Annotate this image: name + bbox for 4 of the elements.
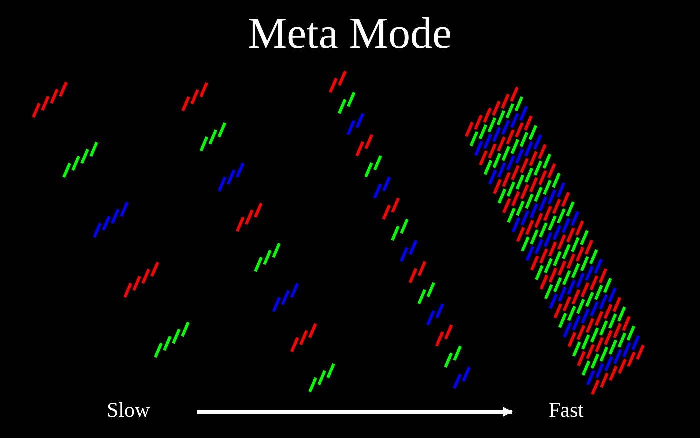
speed-label: Slow [105,398,152,422]
arrow [197,407,513,417]
diagram-title: Meta Mode [248,8,452,59]
speed-label: Fast [547,398,586,422]
